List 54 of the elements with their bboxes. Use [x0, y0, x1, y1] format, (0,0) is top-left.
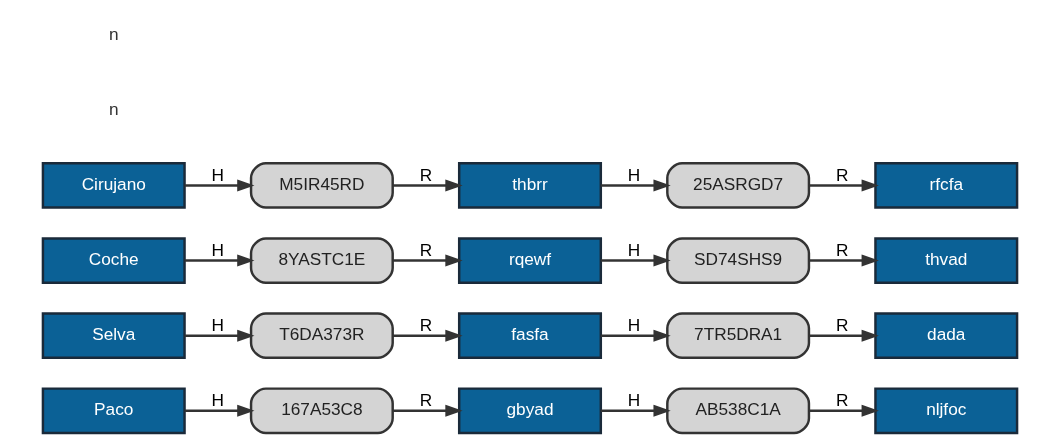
edge-label: R [419, 239, 432, 260]
arrow [392, 254, 463, 267]
node-box: nljfoc [873, 387, 1018, 435]
node-box: dada [873, 312, 1018, 360]
edge-label: R [419, 164, 432, 185]
node-box: 8YASTC1E [249, 237, 394, 284]
node-box: thbrr [457, 162, 602, 209]
node-box: AB538C1A [665, 387, 810, 435]
edge-label: H [627, 239, 640, 260]
node-box: 7TR5DRA1 [665, 312, 810, 360]
arrow [600, 254, 671, 267]
arrow [392, 404, 463, 417]
label: n [108, 98, 119, 119]
edge-label: R [419, 315, 432, 336]
arrow [808, 329, 879, 342]
node-box: rfcfa [873, 162, 1018, 209]
edge-label: H [627, 390, 640, 411]
edge-label: R [419, 390, 432, 411]
node-box: Selva [41, 312, 186, 360]
arrow [808, 179, 879, 192]
edge-label: H [627, 164, 640, 185]
node-box: 167A53C8 [249, 387, 394, 435]
arrow [184, 404, 254, 417]
edge-label: H [211, 390, 224, 411]
edge-label: R [835, 315, 848, 336]
arrow [184, 179, 254, 192]
node-box: 25ASRGD7 [665, 162, 810, 209]
node-box: Cirujano [41, 162, 186, 209]
arrow [184, 329, 254, 342]
edge-label: H [627, 315, 640, 336]
arrow [392, 179, 463, 192]
arrow [600, 179, 671, 192]
node-box: thvad [873, 237, 1018, 284]
node-box: M5IR45RD [249, 162, 394, 209]
edge-label: H [211, 164, 224, 185]
node-box: Paco [41, 387, 186, 435]
edge-label: R [835, 390, 848, 411]
edge-label: R [835, 239, 848, 260]
node-box: SD74SHS9 [665, 237, 810, 284]
arrow [600, 404, 671, 417]
arrow [184, 254, 254, 267]
arrow [808, 404, 879, 417]
edge-label: R [835, 164, 848, 185]
node-box: rqewf [457, 237, 602, 284]
node-box: Coche [41, 237, 186, 284]
node-box: T6DA373R [249, 312, 394, 360]
edge-label: H [211, 315, 224, 336]
arrow [808, 254, 879, 267]
label: n [108, 23, 119, 44]
arrow [600, 329, 671, 342]
node-box: fasfa [457, 312, 602, 360]
arrow [392, 329, 463, 342]
node-box: gbyad [457, 387, 602, 435]
edge-label: H [211, 239, 224, 260]
